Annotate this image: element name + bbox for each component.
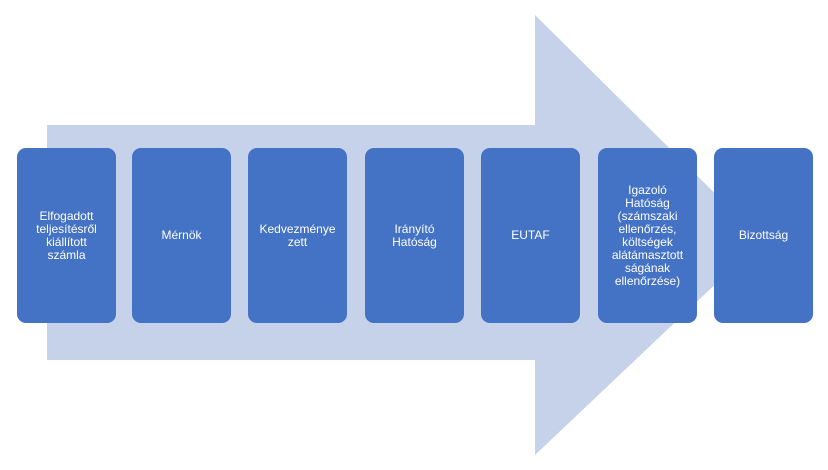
step-label: Bizottság	[738, 228, 789, 242]
step-box-engineer: Mérnök	[132, 148, 231, 323]
step-label: Elfogadott teljesítésről kiállított szám…	[36, 208, 97, 262]
step-label: Mérnök	[161, 228, 202, 242]
step-box-eutaf: EUTAF	[481, 148, 580, 323]
step-box-commission: Bizottság	[714, 148, 813, 323]
step-label: Kedvezménye zett	[259, 221, 336, 249]
step-box-certifying-authority: Igazoló Hatóság (számszaki ellenőrzés, k…	[598, 148, 697, 323]
step-label: Igazoló Hatóság (számszaki ellenőrzés, k…	[611, 182, 684, 288]
step-box-beneficiary: Kedvezménye zett	[248, 148, 347, 323]
step-box-managing-authority: Irányító Hatóság	[365, 148, 464, 323]
step-label: EUTAF	[511, 228, 550, 242]
step-box-accepted-invoice: Elfogadott teljesítésről kiállított szám…	[17, 148, 116, 323]
step-label: Irányító Hatóság	[392, 221, 437, 249]
